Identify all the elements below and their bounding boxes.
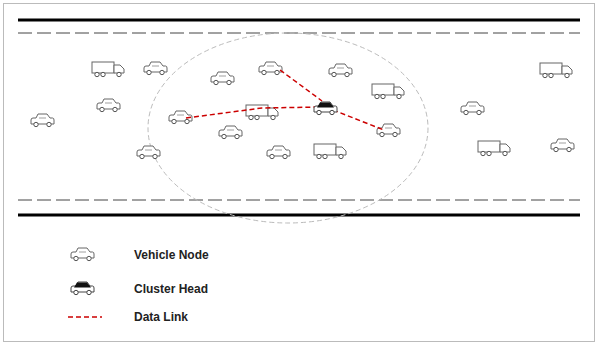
- legend-text: Data Link: [134, 310, 188, 324]
- lane-line: [18, 200, 580, 201]
- legend-text: Cluster Head: [134, 282, 208, 296]
- legend-link-sample: [68, 316, 102, 318]
- cluster-head-symbol: [314, 102, 337, 115]
- vehicles: [31, 62, 574, 159]
- data-links: [186, 70, 384, 130]
- cluster-range: [148, 33, 428, 223]
- legend-text: Vehicle Node: [134, 248, 209, 262]
- frame: [4, 4, 595, 342]
- legend-vehicle-symbol: [71, 248, 94, 261]
- road-edge: [18, 214, 580, 217]
- road-edge: [18, 19, 580, 22]
- legend-cluster-head-symbol: [71, 282, 94, 295]
